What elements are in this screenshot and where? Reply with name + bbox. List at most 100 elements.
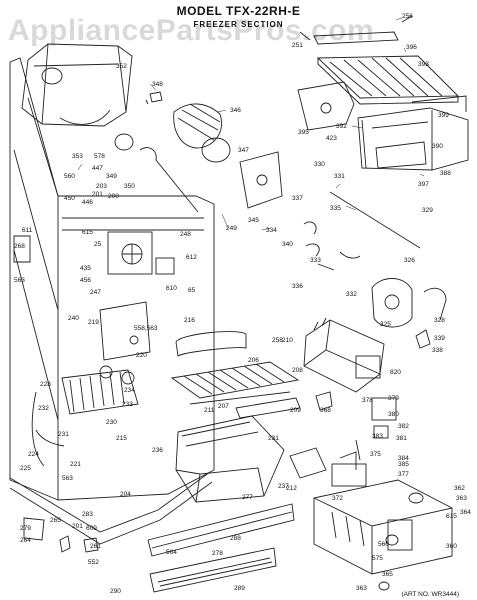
part-callout: 212 xyxy=(286,485,297,492)
part-callout: 560 xyxy=(64,173,75,180)
part-callout: 558,563 xyxy=(134,325,158,332)
part-callout: 330 xyxy=(314,161,325,168)
part-callout: 290 xyxy=(110,588,121,595)
part-callout: 237 xyxy=(278,483,289,490)
part-callout: 611 xyxy=(22,227,33,234)
part-callout: 278 xyxy=(212,550,223,557)
part-callout: 360 xyxy=(446,543,457,550)
part-callout: 396 xyxy=(406,44,417,51)
section-title: FREEZER SECTION xyxy=(193,20,284,29)
part-callout: 563 xyxy=(14,277,25,284)
part-callout: 378 xyxy=(362,397,373,404)
part-callout: 609 xyxy=(86,525,97,532)
part-callout: 334 xyxy=(266,227,277,234)
part-callout: 261 xyxy=(90,543,101,550)
part-callout: 337 xyxy=(292,195,303,202)
part-callout: 248 xyxy=(180,231,191,238)
part-callout: 277 xyxy=(242,494,253,501)
part-callout: 363 xyxy=(356,585,367,592)
part-callout: 447 xyxy=(92,165,103,172)
part-callout: 220 xyxy=(136,352,147,359)
part-callout: 200 xyxy=(108,193,119,200)
part-callout: 610 xyxy=(166,285,177,292)
part-callout: 615 xyxy=(446,513,457,520)
toe-grille-drawing xyxy=(147,503,295,557)
part-callout: 353 xyxy=(72,153,83,160)
part-callout: 339 xyxy=(434,335,445,342)
part-callout: 329 xyxy=(422,207,433,214)
part-callout: 331 xyxy=(334,173,345,180)
part-callout: 258 xyxy=(272,337,283,344)
part-callout: 206 xyxy=(248,357,259,364)
part-callout: 435 xyxy=(80,265,91,272)
part-callout: 612 xyxy=(186,254,197,261)
part-callout: 382 xyxy=(398,423,409,430)
part-callout: 364 xyxy=(460,509,471,516)
part-callout: 363 xyxy=(456,495,467,502)
part-callout: 348 xyxy=(152,81,163,88)
damper-cover-drawing xyxy=(297,81,355,131)
part-callout: 395 xyxy=(298,129,309,136)
part-callout: 349 xyxy=(106,173,117,180)
part-callout: 224 xyxy=(28,451,39,458)
part-callout: 399 xyxy=(438,112,449,119)
light-housing-drawing xyxy=(357,107,469,171)
part-callout: 397 xyxy=(418,181,429,188)
part-callout: 256 xyxy=(402,13,413,20)
evaporator-drawing xyxy=(61,369,139,415)
part-callout: 201 xyxy=(92,191,103,198)
heater-cover-drawing xyxy=(239,151,283,209)
part-callout: 215 xyxy=(116,435,127,442)
fan-bracket-drawing xyxy=(107,231,153,275)
model-title: MODEL TFX-22RH-E xyxy=(176,4,301,18)
part-callout: 288 xyxy=(230,535,241,542)
part-callout: 283 xyxy=(82,511,93,518)
part-callout: 231 xyxy=(268,435,279,442)
part-callout: 240 xyxy=(68,315,79,322)
part-callout: 210 xyxy=(282,337,293,344)
part-callout: 615 xyxy=(82,229,93,236)
part-callout: 381 xyxy=(396,435,407,442)
part-callout: 563 xyxy=(62,475,73,482)
part-callout: 328 xyxy=(434,317,445,324)
part-callout: 204 xyxy=(120,491,131,498)
part-callout: 375 xyxy=(370,451,381,458)
part-callout: 365 xyxy=(382,571,393,578)
part-callout: 225 xyxy=(20,465,31,472)
part-callout: 203 xyxy=(96,183,107,190)
cabinet-liner-drawing xyxy=(9,57,59,501)
part-callout: 216 xyxy=(184,317,195,324)
water-valve-drawing xyxy=(371,278,413,328)
part-callout: 384 xyxy=(398,455,409,462)
shelf-front-drawing xyxy=(175,331,247,357)
part-callout: 446 xyxy=(82,199,93,206)
part-callout: 350 xyxy=(124,183,135,190)
part-callout: 211 xyxy=(204,407,215,414)
part-callout: 377 xyxy=(398,471,409,478)
part-callout: 234 xyxy=(124,387,135,394)
machine-pan-drawing xyxy=(313,479,453,575)
part-callout: 219 xyxy=(88,319,99,326)
part-callout: 25 xyxy=(94,241,102,248)
part-callout: 552 xyxy=(88,559,99,566)
part-callout: 372 xyxy=(332,495,343,502)
part-callout: 390 xyxy=(432,143,443,150)
art-number: (ART NO. WR3444) xyxy=(401,591,459,598)
part-callout: 345 xyxy=(248,217,259,224)
part-callout: 335 xyxy=(330,205,341,212)
part-callout: 347 xyxy=(238,147,249,154)
part-callout: 383 xyxy=(372,433,383,440)
part-callout: 379 xyxy=(388,395,399,402)
part-callout: 352 xyxy=(116,63,127,70)
part-callout: 388 xyxy=(440,170,451,177)
part-callout: 207 xyxy=(218,403,229,410)
part-callout: 232 xyxy=(38,405,49,412)
part-callout: 279 xyxy=(20,525,31,532)
part-callout: 265 xyxy=(50,517,61,524)
part-callout: 368 xyxy=(320,407,331,414)
part-callout: 230 xyxy=(106,419,117,426)
part-callout: 385 xyxy=(398,461,409,468)
part-callout: 326 xyxy=(404,257,415,264)
